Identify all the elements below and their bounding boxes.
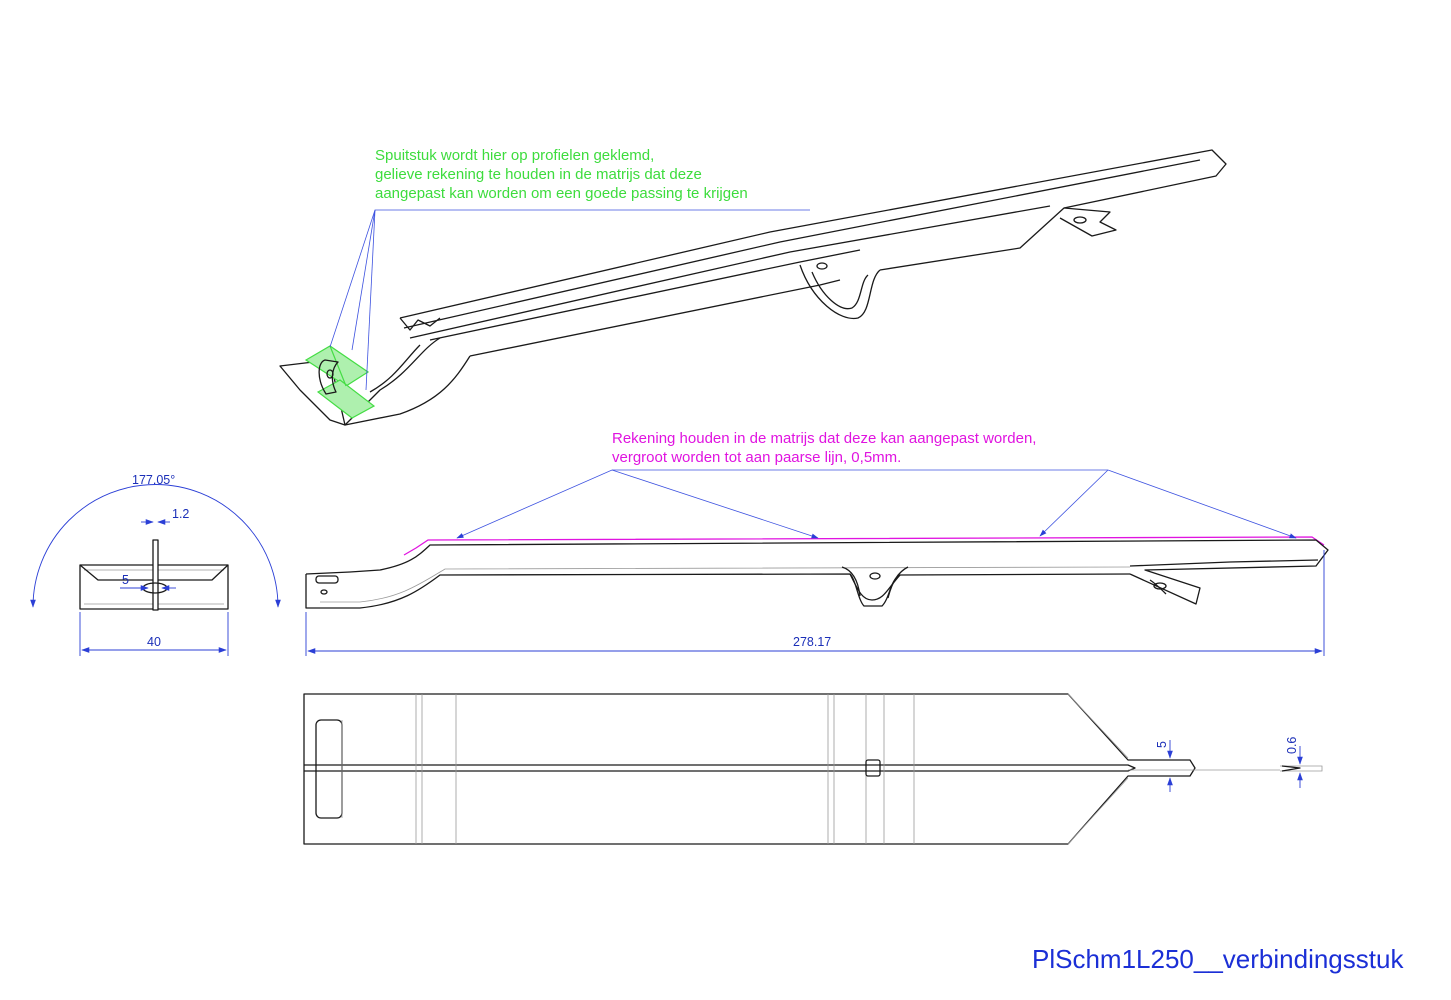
drawing-title: PlSchm1L250__verbindingsstuk (1032, 944, 1404, 974)
green-note-line-2: gelieve rekening te houden in de matrijs… (375, 166, 702, 183)
magenta-note-line-1: Rekening houden in de matrijs dat deze k… (612, 430, 1036, 447)
tab-width-dimension: 5 (1155, 741, 1169, 748)
length-dimension: 278.17 (793, 635, 831, 649)
angle-dimension: 177.05° (132, 473, 175, 487)
end-view: 177.05° 1.2 5 40 (30, 473, 281, 656)
side-view: Rekening houden in de matrijs dat deze k… (305, 430, 1329, 656)
magenta-note-line-2: vergroot worden tot aan paarse lijn, 0,5… (612, 449, 901, 466)
green-note-line-1: Spuitstuk wordt hier op profielen geklem… (375, 147, 654, 164)
slot-width-dimension: 5 (122, 573, 129, 587)
top-view: 5 0.6 (303, 693, 1323, 845)
width-dimension: 40 (147, 635, 161, 649)
isometric-view: Spuitstuk wordt hier op profielen geklem… (279, 147, 1227, 426)
green-note-line-3: aangepast kan worden om een goede passin… (375, 185, 748, 202)
thickness-dimension: 0.6 (1285, 737, 1299, 754)
slot-width-small-dimension: 1.2 (172, 507, 189, 521)
